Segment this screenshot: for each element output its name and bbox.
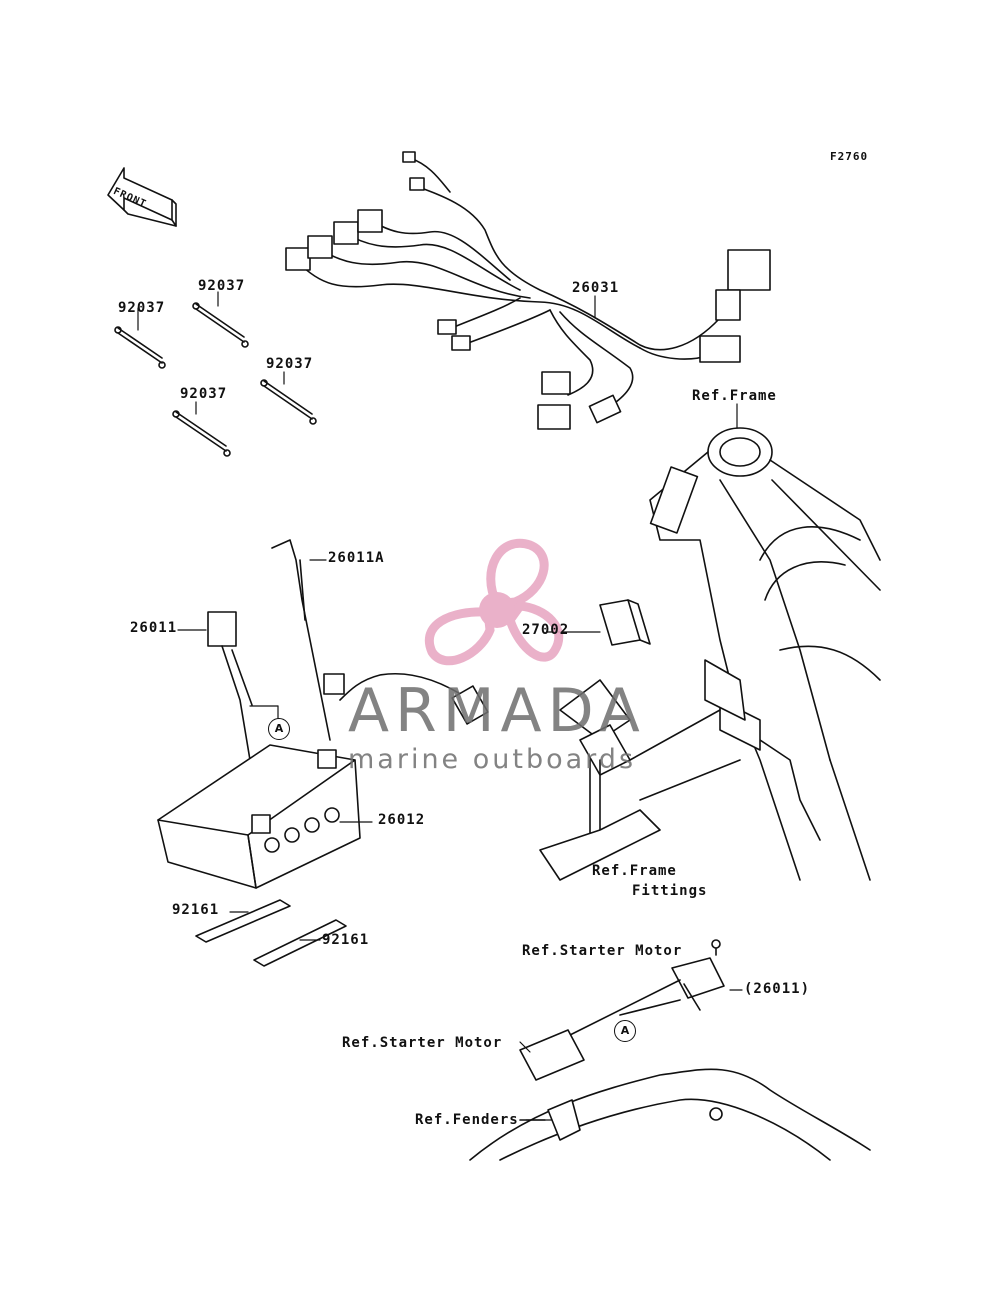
starter-relay-assembly — [469, 939, 871, 1161]
part-label-92037-a: 92037 — [118, 300, 166, 316]
part-label-27002: 27002 — [522, 622, 570, 638]
propeller-logo — [424, 538, 564, 666]
part-label-92037-c: 92037 — [266, 356, 314, 372]
part-label-92037-b: 92037 — [198, 278, 246, 294]
ref-fenders-label: Ref.Fenders — [415, 1112, 519, 1128]
ref-starter-motor-label-b: Ref.Starter Motor — [342, 1035, 503, 1051]
battery-26012 — [157, 744, 361, 889]
ref-frame-fittings-label-2: Fittings — [632, 883, 708, 899]
part-label-92161-a: 92161 — [172, 902, 220, 918]
relay-27002 — [599, 599, 651, 646]
leader-lines — [137, 291, 743, 1121]
main-harness-26031 — [285, 151, 771, 430]
watermark-brand: ARMADA — [348, 676, 646, 746]
watermark-tagline: marine outboards — [348, 744, 637, 775]
frame-ref — [649, 427, 881, 881]
figure-code: F2760 — [830, 150, 869, 163]
callout-a-upper: A — [268, 718, 290, 740]
ref-frame-label: Ref.Frame — [692, 388, 777, 404]
part-label-92037-d: 92037 — [180, 386, 228, 402]
band-92037-group — [114, 302, 317, 457]
callout-a-lower: A — [614, 1020, 636, 1042]
part-label-26011-paren: (26011) — [744, 981, 811, 997]
ref-starter-motor-label-a: Ref.Starter Motor — [522, 943, 683, 959]
battery-cable-26011 — [207, 611, 259, 801]
ref-frame-fittings-label: Ref.Frame — [592, 863, 677, 879]
frame-fittings-bracket — [539, 679, 741, 881]
front-arrow-icon — [107, 167, 177, 227]
battery-cable-26011a — [271, 539, 489, 741]
pads-92161 — [195, 899, 347, 967]
part-label-26011a: 26011A — [328, 550, 385, 566]
part-label-26031: 26031 — [572, 280, 620, 296]
part-label-26012: 26012 — [378, 812, 426, 828]
part-label-92161-b: 92161 — [322, 932, 370, 948]
part-label-26011: 26011 — [130, 620, 178, 636]
